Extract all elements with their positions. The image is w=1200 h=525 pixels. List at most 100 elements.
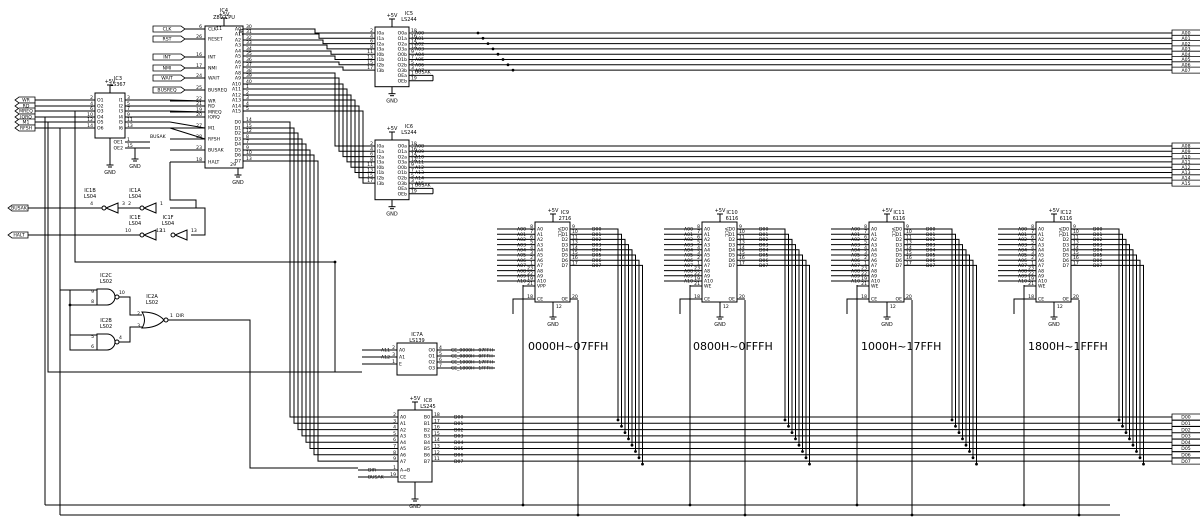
pin-number: 13 (191, 228, 197, 234)
pin-number: 7 (393, 444, 396, 450)
data-bus-port (1171, 426, 1200, 434)
net-label: D04 (1093, 248, 1102, 254)
chip-type: 2716 (559, 216, 572, 222)
pin-label: A1 (1038, 232, 1044, 238)
pin-number: 18 (411, 28, 417, 34)
pin-label: RD (208, 104, 215, 110)
pin-number: 6 (697, 234, 700, 240)
pin-number: 18 (694, 294, 700, 300)
net-label: A02 (851, 237, 860, 243)
pin-label: I1b (377, 57, 384, 63)
gate-type: LS02 (100, 279, 112, 285)
pin-label: A2 (871, 237, 877, 243)
pin-number: 5 (1031, 240, 1034, 246)
pin-number: 9 (393, 456, 396, 462)
pin-label: A2 (1038, 237, 1044, 243)
pin-label: A3 (704, 242, 710, 248)
pin-label: O2 (428, 360, 435, 366)
pin-label: VCC (1057, 227, 1063, 237)
pin-number: 15 (739, 250, 745, 256)
ls244-chip-ic5 (374, 26, 410, 88)
pin-label: A8 (537, 268, 543, 274)
memory-data-wire (904, 264, 977, 465)
pin-label: I3 (119, 109, 123, 115)
pin-label: A10 (232, 82, 241, 88)
port-label: A12 (1182, 165, 1191, 171)
pin-label: I2a (377, 154, 384, 160)
pin-number: 9 (1073, 224, 1076, 230)
pin-label: O2a (398, 41, 408, 47)
pin-number: 4 (697, 245, 700, 251)
pin-number: 7 (864, 229, 867, 235)
pin-number: 11 (434, 456, 440, 462)
pin-label: A0 (400, 415, 406, 421)
pin-number: 1 (160, 201, 163, 207)
pin-number: 40 (246, 79, 252, 85)
net-label: D07 (1093, 263, 1102, 269)
pin-number: 19 (861, 276, 867, 282)
cpu-input-port (152, 53, 186, 61)
pin-number: 7 (530, 229, 533, 235)
pin-label: A0 (704, 227, 710, 233)
net-label: A05 (851, 253, 860, 259)
net-label: A13 (415, 170, 424, 176)
junction-dot (630, 443, 634, 447)
pin-label: A5 (871, 253, 877, 259)
pin-number: 27 (196, 123, 202, 129)
net-label: A01 (851, 232, 860, 238)
pin-number: 4 (864, 245, 867, 251)
gnd-label: GND (386, 99, 398, 105)
pin-label: O2a (398, 154, 408, 160)
pin-number: 4 (90, 201, 93, 207)
port-label: D07 (1181, 459, 1190, 465)
pin-number: 15 (1073, 250, 1079, 256)
chip-type: LS244 (401, 17, 417, 23)
gate-ref: IC1F (162, 215, 173, 221)
data-bus-port (1171, 451, 1200, 459)
pin-label: OE (728, 297, 735, 303)
pin-label: D4 (729, 248, 736, 254)
net-label: D00 (926, 227, 935, 233)
pin-label: I1a (377, 36, 384, 42)
pin-number: 29 (230, 162, 236, 168)
pin-label: I0a (377, 144, 384, 150)
port-label: HALT (13, 233, 25, 239)
data-bus-port (1171, 445, 1200, 452)
cpu-data-wire (243, 138, 398, 437)
vcc-label: +5V (882, 208, 893, 214)
pin-number: 5 (127, 101, 130, 107)
pin-number: 19 (196, 107, 202, 113)
net-label: A09 (415, 149, 424, 155)
pin-label: D0 (896, 227, 903, 233)
pin-number: 10 (246, 150, 252, 156)
net-label: A02 (684, 237, 693, 243)
cpu-data-wire (243, 149, 398, 449)
port-label: D03 (1181, 434, 1190, 440)
pin-number: 16 (1073, 255, 1079, 261)
junction-dot (576, 513, 580, 517)
pin-label: HALT (208, 160, 220, 166)
pin-number: 12 (246, 128, 252, 134)
net-label: D07 (926, 263, 935, 269)
pin-label: D0 (729, 227, 736, 233)
pin-number: 2 (392, 345, 395, 351)
net-label: A02 (517, 237, 526, 243)
pin-number: 5 (530, 240, 533, 246)
pin-label: O5 (97, 120, 104, 126)
pin-number: 10 (906, 229, 912, 235)
inverter-bubble (139, 232, 145, 238)
net-label: A09 (517, 274, 526, 280)
pin-number: 12 (87, 117, 93, 123)
wire (169, 162, 197, 208)
junction-dot (950, 418, 954, 422)
pin-label: IORQ (208, 115, 220, 121)
vcc-label: +5V (1049, 208, 1060, 214)
net-label: BUSAK (415, 69, 432, 75)
pin-label: O4 (97, 115, 104, 121)
pin-number: 8 (370, 44, 373, 50)
pin-label: OE (895, 297, 902, 303)
memory-chip (1035, 221, 1072, 303)
pin-label: I4 (119, 115, 123, 121)
pin-number: 2 (370, 28, 373, 34)
pin-label: D2 (562, 237, 569, 243)
